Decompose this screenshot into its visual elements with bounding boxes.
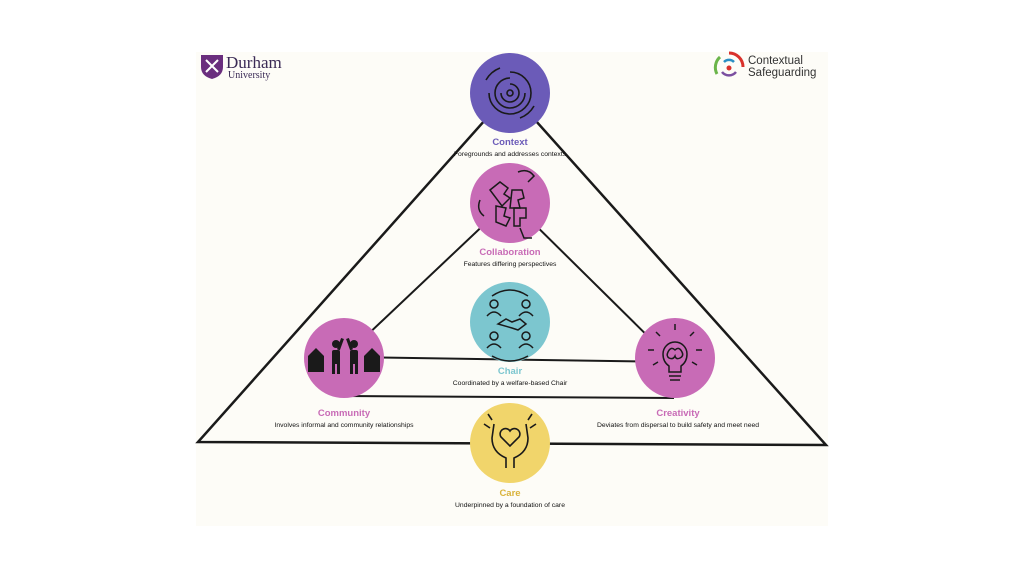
context-node xyxy=(470,53,550,133)
safeguarding-text: Safeguarding xyxy=(748,67,816,79)
collaboration-label: Collaboration Features differing perspec… xyxy=(464,247,557,268)
collaboration-title: Collaboration xyxy=(464,247,557,258)
context-label: Context Foregrounds and addresses contex… xyxy=(454,137,566,158)
collaboration-desc: Features differing perspectives xyxy=(464,261,557,268)
community-desc: Involves informal and community relation… xyxy=(274,422,413,429)
context-desc: Foregrounds and addresses contexts xyxy=(454,151,566,158)
care-title: Care xyxy=(455,488,565,499)
chair-label: Chair Coordinated by a welfare-based Cha… xyxy=(453,366,567,387)
durham-shield-icon xyxy=(200,54,224,80)
inner-base-line xyxy=(344,396,674,398)
contextual-safeguarding-logo: Contextual Safeguarding xyxy=(712,50,816,84)
creativity-title: Creativity xyxy=(597,408,759,419)
collaboration-node xyxy=(470,163,550,243)
creativity-node xyxy=(635,318,715,398)
contextual-safeguarding-rings-icon xyxy=(712,50,746,84)
community-title: Community xyxy=(274,408,413,419)
community-label: Community Involves informal and communit… xyxy=(274,408,413,429)
care-desc: Underpinned by a foundation of care xyxy=(455,502,565,509)
care-label: Care Underpinned by a foundation of care xyxy=(455,488,565,509)
chair-title: Chair xyxy=(453,366,567,377)
community-node xyxy=(304,318,384,398)
chair-desc: Coordinated by a welfare-based Chair xyxy=(453,380,567,387)
creativity-desc: Deviates from dispersal to build safety … xyxy=(597,422,759,429)
durham-name: Durham xyxy=(226,54,282,71)
durham-university-logo: Durham University xyxy=(200,54,282,81)
contextual-text: Contextual xyxy=(748,55,816,67)
context-title: Context xyxy=(454,137,566,148)
care-node xyxy=(470,403,550,483)
durham-university: University xyxy=(228,71,282,81)
creativity-label: Creativity Deviates from dispersal to bu… xyxy=(597,408,759,429)
chair-node xyxy=(470,282,550,362)
